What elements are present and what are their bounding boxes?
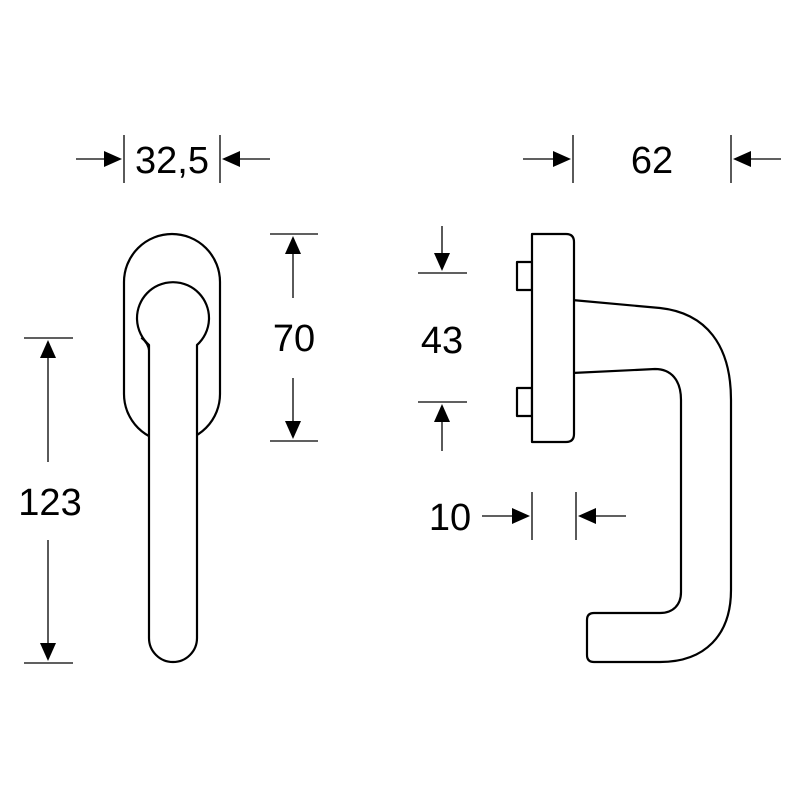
dim-fixing-distance-label: 43 bbox=[421, 320, 463, 362]
dim-lever-length-label: 123 bbox=[18, 482, 81, 524]
front-view bbox=[122, 232, 222, 664]
dim-rosette-thickness-label: 10 bbox=[429, 497, 471, 539]
dim-side-projection-label: 62 bbox=[631, 140, 673, 182]
side-rosette bbox=[530, 232, 576, 444]
front-lever-hub-lip bbox=[140, 337, 150, 353]
side-fixing-pin-top bbox=[515, 260, 534, 292]
side-view bbox=[515, 232, 733, 664]
dim-front-width: 32,5 bbox=[76, 135, 270, 183]
dim-rosette-height-label: 70 bbox=[273, 318, 315, 360]
dim-front-width-label: 32,5 bbox=[135, 140, 209, 182]
dim-rosette-height: 70 bbox=[270, 233, 318, 442]
front-lever bbox=[135, 281, 211, 664]
side-fixing-pin-bottom bbox=[515, 386, 534, 418]
dim-side-projection: 62 bbox=[523, 135, 781, 183]
side-lever bbox=[570, 298, 733, 664]
dim-rosette-thickness: 10 bbox=[429, 492, 626, 540]
dim-lever-length: 123 bbox=[18, 337, 82, 664]
dim-fixing-distance: 43 bbox=[418, 226, 467, 451]
